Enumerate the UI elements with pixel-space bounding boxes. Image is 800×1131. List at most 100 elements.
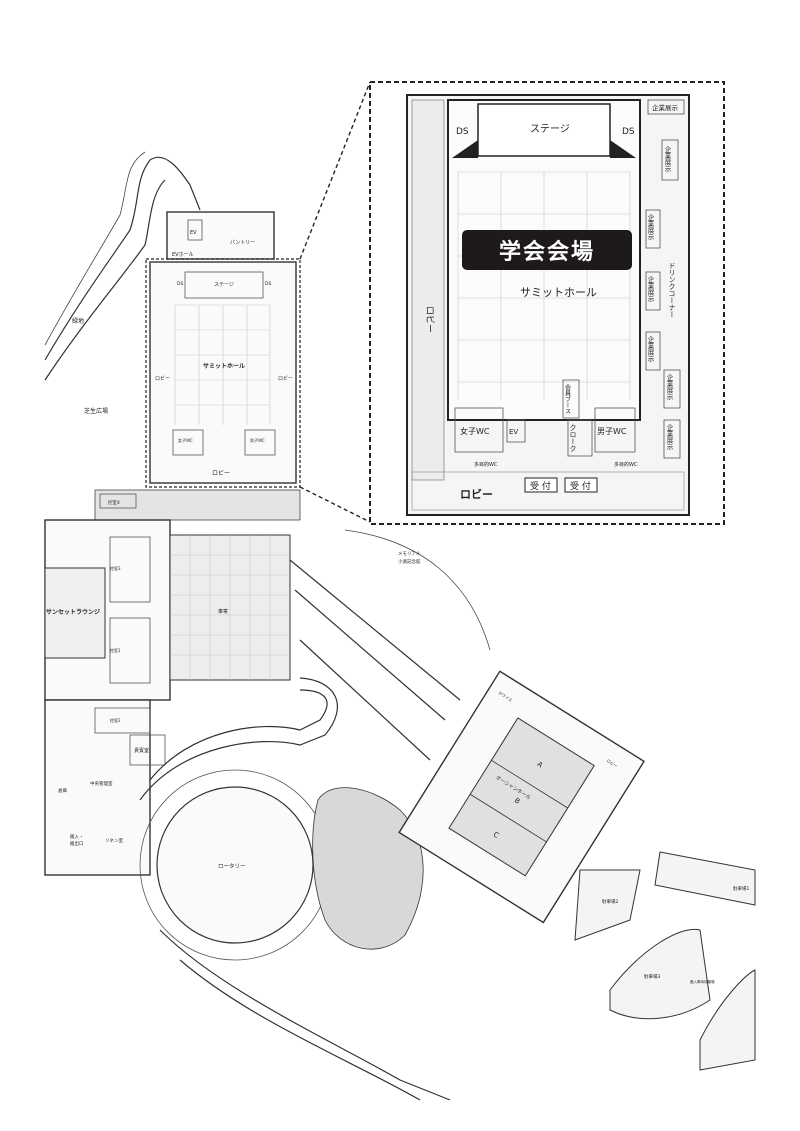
coastline-outer [44, 151, 146, 346]
parking-1-label: 駐車場1 [733, 885, 749, 892]
central-control-label: 中央管理室 [90, 780, 113, 787]
coastline [44, 156, 201, 361]
parking-3-lot [609, 928, 711, 1020]
stage-label: ステージ [214, 282, 234, 288]
walkway-diagonal-2 [294, 589, 446, 721]
waiting-room-2-box [94, 707, 151, 734]
road-curve-upper [149, 689, 328, 781]
inset-stage-stairs-right [610, 140, 636, 158]
parking-east-lot [699, 969, 756, 1071]
parking-mid-label: 搬入車両待機場 [690, 979, 715, 984]
inset-ds-left-label: DS [456, 127, 469, 137]
inset-exhibit-6-label: 企業展示 [665, 373, 673, 401]
ev-hall-label: EVホール [172, 252, 194, 258]
callout-line-bottom [299, 486, 371, 523]
inset-meeting-box [562, 379, 580, 419]
vip-room-box [129, 734, 166, 766]
lobby-right-label: ロビー [278, 375, 293, 382]
ocean-hall-floor [448, 717, 595, 877]
inset-reception-left-box [524, 477, 558, 493]
green-area-label: 緑地 [72, 317, 84, 325]
inset-lobby-band [411, 471, 685, 511]
inset-male-wc-label: 男子WC [597, 427, 627, 436]
inset-ds-right-label: DS [622, 127, 635, 137]
lobby-bottom-label: ロビー [212, 469, 230, 477]
sunset-lounge-label: サンセットラウンジ [46, 608, 100, 616]
walkway-diagonal-3 [299, 639, 431, 761]
inset-lobby-left [411, 99, 445, 481]
rotary-label: ロータリー [218, 862, 246, 870]
loading-label: 搬入・ [70, 833, 84, 840]
sunset-lounge-box [44, 567, 106, 659]
road-south [159, 929, 451, 1101]
ocean-hall-group: A B C オーシャンホール ホワイエ ロビー [398, 670, 645, 924]
inset-exhibit-3-box [645, 209, 661, 249]
loading-sub-label: 搬出口 [70, 840, 84, 847]
lawn-plaza-label: 芝生広場 [84, 407, 108, 415]
road-curve-outer [139, 677, 338, 801]
corridor-band [94, 489, 301, 521]
inset-lobby-bottom-label: ロビー [460, 487, 493, 501]
ds-right-label: DS [265, 281, 271, 287]
inset-exhibit-1-box [647, 99, 685, 115]
callout-line-top [299, 81, 371, 260]
wc-block-right [244, 429, 276, 456]
hall-c-label: C [492, 830, 500, 839]
inset-lobby-side-label: ロビー [424, 306, 435, 333]
inset-reception-right-box [564, 477, 598, 493]
inset-exhibit-1-label: 企業展示 [652, 103, 679, 112]
inset-ev-label: EV [509, 428, 518, 436]
vip-room-label: 貴賓室 [134, 747, 149, 754]
inset-ev-box [506, 419, 526, 443]
linen-label: リネン室 [105, 837, 123, 844]
inset-exhibit-3-label: 企業展示 [646, 213, 654, 241]
inset-cloak-box [567, 419, 593, 457]
inset-exhibit-4-box [645, 271, 661, 311]
inset-stage-stairs-left [452, 140, 478, 158]
waiting-room-3-box [109, 536, 151, 603]
waiting-room-4-label: 控室4 [108, 499, 120, 506]
inset-male-wc-box [594, 407, 636, 453]
inset-female-wc-label: 女子WC [460, 426, 490, 436]
pond [312, 787, 424, 950]
lobby-east-label: ロビー [606, 757, 619, 768]
female-wc-label: 女子WC [178, 437, 193, 443]
inset-exhibit-2-label: 企業展示 [663, 145, 671, 173]
southwest-building [44, 699, 151, 876]
memorial-sub-label: 小渕記念館 [398, 558, 421, 565]
ds-left-label: DS [177, 281, 183, 287]
stage-box [184, 271, 264, 299]
porte-cochere-label: 車寄 [218, 608, 228, 615]
ev-box [187, 219, 203, 241]
inset-exhibit-7-box [663, 419, 681, 459]
male-wc-label: 男子WC [250, 437, 265, 443]
inset-exhibit-2-box [661, 139, 679, 181]
waiting-room-1-label: 控室1 [110, 647, 121, 653]
inset-exhibit-6-box [663, 369, 681, 409]
summit-hall-grid [174, 304, 271, 425]
inset-exhibit-5-label: 企業展示 [646, 335, 654, 363]
inset-meeting-label: 会員ブース [564, 383, 571, 414]
memorial-label: メモリアル [398, 551, 421, 557]
ev-label: EV [190, 230, 197, 236]
hall-a-label: A [536, 760, 544, 769]
inset-summit-hall-label: サミットホール [520, 286, 597, 299]
inset-drink-corner-label: ドリンクコーナー [668, 262, 676, 318]
wc-block-left [172, 429, 204, 456]
inset-exhibit-4-label: 企業展示 [646, 275, 654, 303]
inset-reception-right-label: 受 付 [570, 480, 591, 492]
inset-mwc-left-label: 多目的WC [474, 461, 498, 468]
porte-cochere-grid [170, 535, 290, 680]
coastline-inner [44, 179, 166, 381]
lobby-left-label: ロビー [155, 375, 170, 382]
parking-1-lot [654, 851, 756, 906]
inset-exhibit-7-label: 企業展示 [665, 423, 673, 451]
inset-stage-box [477, 103, 611, 157]
warehouse-label: 倉庫 [58, 787, 67, 794]
venue-highlight-label: 学会会場 [462, 230, 632, 270]
waiting-room-1-box [109, 617, 151, 684]
summit-hall-label: サミットホール [203, 363, 245, 370]
road-south-inner [179, 959, 421, 1101]
parking-2-label: 駐車場2 [602, 898, 618, 905]
